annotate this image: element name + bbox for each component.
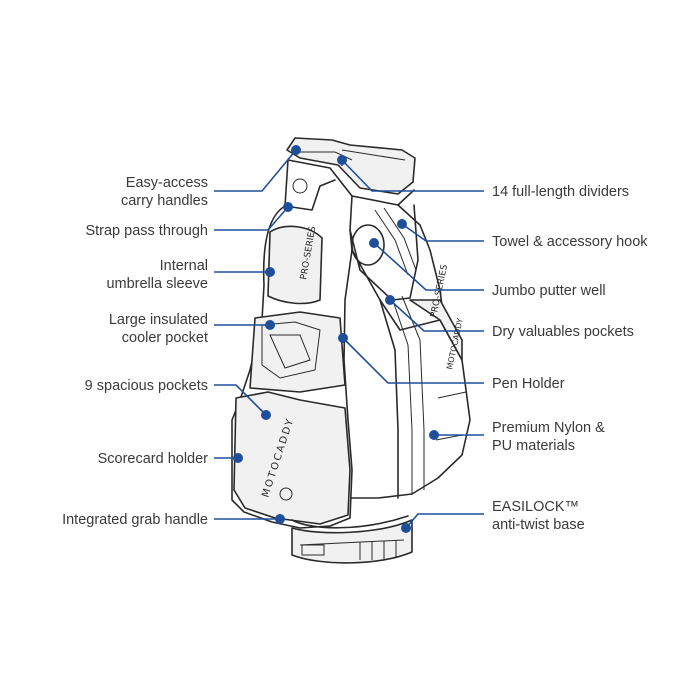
leader-pen-holder	[342, 337, 484, 384]
umbrella-sleeve-pocket	[267, 225, 323, 305]
label-spacious-pockets: 9 spacious pockets	[84, 378, 208, 394]
label-valuables-pockets: Dry valuables pockets	[492, 324, 634, 340]
leader-spacious-pockets	[214, 384, 267, 416]
label-base: EASILOCK™ anti-twist base	[492, 499, 585, 533]
dot-towel-hook	[397, 219, 407, 229]
label-putter-well: Jumbo putter well	[492, 283, 606, 299]
leader-putter-well	[373, 242, 484, 291]
valuables-pocket-panel	[409, 299, 463, 361]
dot-cooler-pocket	[265, 320, 275, 330]
label-umbrella-sleeve: Internal umbrella sleeve	[106, 258, 208, 292]
leader-strap-pass-through	[214, 206, 289, 231]
dot-base	[401, 523, 411, 533]
label-grab-handle: Integrated grab handle	[62, 512, 208, 528]
dot-spacious-pockets	[261, 410, 271, 420]
dot-scorecard-holder	[233, 453, 243, 463]
golf-bag-drawing: PRO-SERIES MOTOCADDY PRO-SERIES MOTOCADD…	[231, 137, 471, 564]
cooler-pocket	[249, 311, 346, 393]
label-strap-pass-through: Strap pass through	[85, 223, 208, 239]
series-mark-side-text: PRO-SERIES	[429, 263, 450, 318]
dot-valuables-pockets	[385, 295, 395, 305]
leader-easy-access-handles	[214, 149, 297, 192]
leader-towel-hook	[401, 223, 484, 242]
label-cooler-pocket: Large insulated cooler pocket	[108, 312, 208, 346]
dot-grab-handle	[275, 514, 285, 524]
dot-umbrella-sleeve	[265, 267, 275, 277]
leader-valuables-pockets	[389, 299, 484, 332]
label-dividers: 14 full-length dividers	[492, 184, 630, 200]
leader-base	[405, 513, 484, 529]
dot-strap-pass-through	[283, 202, 293, 212]
dot-putter-well	[369, 238, 379, 248]
top-handle	[286, 137, 416, 195]
leader-lines	[214, 145, 484, 533]
label-towel-hook: Towel & accessory hook	[492, 234, 648, 250]
bag-body-left	[231, 205, 353, 529]
label-pen-holder: Pen Holder	[492, 376, 565, 392]
base-ring	[291, 515, 409, 529]
dot-materials	[429, 430, 439, 440]
dot-pen-holder	[338, 333, 348, 343]
leader-dividers	[341, 159, 484, 192]
label-easy-access-handles: Easy-access carry handles	[120, 175, 208, 209]
dot-handle-left	[291, 145, 301, 155]
front-lower-pocket	[233, 391, 351, 525]
label-scorecard-holder: Scorecard holder	[97, 451, 208, 467]
label-materials: Premium Nylon & PU materials	[492, 420, 605, 454]
easilock-base	[291, 519, 413, 564]
bag-body-right	[351, 249, 471, 499]
